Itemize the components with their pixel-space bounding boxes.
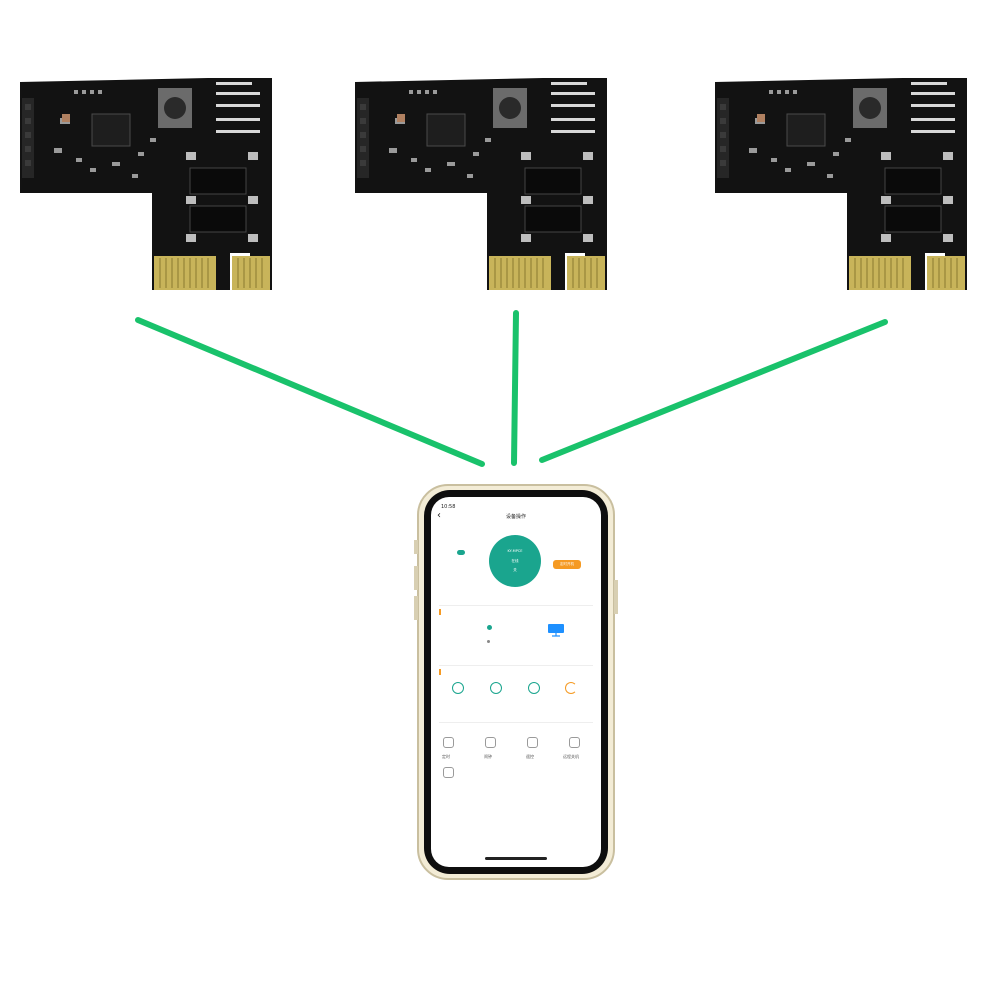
device-status-circle[interactable]: KY-MPCE 在线 关 xyxy=(489,535,541,587)
connection-line-right xyxy=(539,319,888,463)
monitor-icon xyxy=(548,624,564,637)
function-label-schedule: 定时 xyxy=(442,754,450,759)
device-power-state: 关 xyxy=(513,568,517,572)
status-indicator-dot-2 xyxy=(487,640,490,643)
status-indicator-dot xyxy=(487,625,492,630)
power-toggle[interactable] xyxy=(457,550,465,555)
remote-control-icon[interactable] xyxy=(527,737,538,748)
home-indicator[interactable] xyxy=(485,857,547,860)
connection-line-left xyxy=(135,317,485,467)
device-model: KY-MPCE xyxy=(507,549,523,553)
divider-3 xyxy=(439,722,593,723)
page-title: 设备操作 xyxy=(505,514,526,520)
restart-icon[interactable] xyxy=(565,682,577,694)
divider xyxy=(439,605,593,606)
device-status: 在线 xyxy=(511,559,519,563)
function-label-remote-shutdown: 远程关机 xyxy=(563,754,579,759)
connection-line-center xyxy=(511,310,519,466)
status-section-marker xyxy=(439,609,441,615)
phone-screen: 10:58 ‹ 设备操作 KY-MPCE 在线 关 定时开机 定时 闹 xyxy=(431,497,601,867)
settings-icon[interactable] xyxy=(443,767,454,778)
divider-2 xyxy=(439,665,593,666)
schedule-icon[interactable] xyxy=(443,737,454,748)
control-section-marker xyxy=(439,669,441,675)
function-label-alarm: 闹钟 xyxy=(484,754,492,759)
remote-shutdown-icon[interactable] xyxy=(569,737,580,748)
alarm-clock-icon[interactable] xyxy=(485,737,496,748)
function-label-remote: 遥控 xyxy=(526,754,534,759)
power-off-icon[interactable] xyxy=(490,682,502,694)
scheduled-boot-badge[interactable]: 定时开机 xyxy=(553,560,581,569)
status-time: 10:58 xyxy=(441,504,456,510)
power-on-icon[interactable] xyxy=(452,682,464,694)
back-arrow-icon[interactable]: ‹ xyxy=(437,510,441,521)
force-shutdown-icon[interactable] xyxy=(528,682,540,694)
